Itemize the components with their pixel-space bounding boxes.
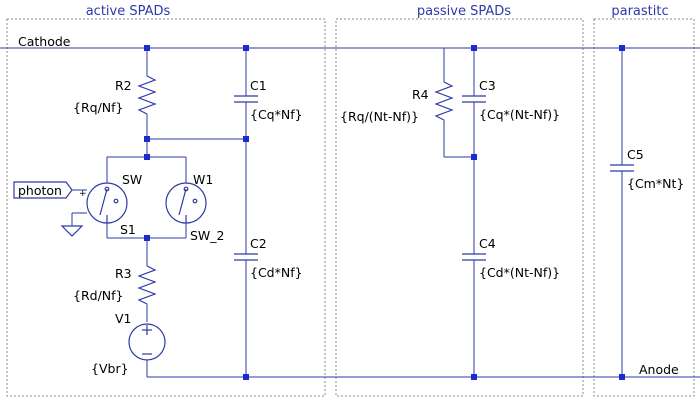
resistor-r3 xyxy=(137,265,157,305)
c2-name: C2 xyxy=(250,236,267,251)
junction-node xyxy=(471,154,477,160)
c1-name: C1 xyxy=(250,78,267,93)
sw-model: S1 xyxy=(120,222,136,237)
ground-icon xyxy=(60,225,84,237)
section-title-parasitic: parastitc xyxy=(611,4,668,19)
c4-name: C4 xyxy=(479,236,496,251)
photon-net-flag xyxy=(13,181,73,199)
w1-model: SW_2 xyxy=(190,228,225,243)
c3-name: C3 xyxy=(479,78,496,93)
cathode-label: Cathode xyxy=(18,34,71,49)
sw-name: SW xyxy=(122,172,142,187)
w1-blade xyxy=(178,188,187,216)
photon-label: photon xyxy=(18,183,62,198)
resistor-r2 xyxy=(137,75,157,115)
sw-plus-pin: + xyxy=(79,189,87,199)
junction-node xyxy=(144,154,150,160)
w1-contact-lower xyxy=(192,198,198,204)
junction-node xyxy=(243,374,249,380)
r2-name: R2 xyxy=(115,78,132,93)
junction-node xyxy=(144,136,150,142)
sw-contact-lower xyxy=(113,198,119,204)
r3-name: R3 xyxy=(115,266,132,281)
junction-node xyxy=(243,45,249,51)
r4-name: R4 xyxy=(412,87,429,102)
c5-name: C5 xyxy=(627,147,644,162)
junction-node xyxy=(619,374,625,380)
junction-node xyxy=(471,45,477,51)
anode-label: Anode xyxy=(639,362,679,377)
junction-node xyxy=(471,374,477,380)
junction-node xyxy=(619,45,625,51)
v1-value: {Vbr} xyxy=(91,361,129,376)
w1-name: W1 xyxy=(193,172,213,187)
c4-value: {Cd*(Nt-Nf)} xyxy=(479,265,560,280)
junction-node xyxy=(144,235,150,241)
section-title-passive: passive SPADs xyxy=(417,4,511,19)
sw-blade xyxy=(99,188,108,216)
section-title-active: active SPADs xyxy=(86,4,171,19)
junction-node xyxy=(144,45,150,51)
passive-spads-box xyxy=(335,18,584,397)
resistor-r4 xyxy=(434,81,454,121)
active-spads-box xyxy=(6,18,326,397)
c2-value: {Cd*Nf} xyxy=(250,265,303,280)
r4-value: {Rq/(Nt-Nf)} xyxy=(340,109,419,124)
r2-value: {Rq/Nf} xyxy=(73,100,124,115)
r3-value: {Rd/Nf} xyxy=(73,288,124,303)
c1-value: {Cq*Nf} xyxy=(250,107,303,122)
c3-value: {Cq*(Nt-Nf)} xyxy=(479,107,560,122)
junction-node xyxy=(243,136,249,142)
v1-name: V1 xyxy=(115,311,132,326)
parasitic-box xyxy=(593,18,695,397)
c5-value: {Cm*Nt} xyxy=(627,176,684,191)
